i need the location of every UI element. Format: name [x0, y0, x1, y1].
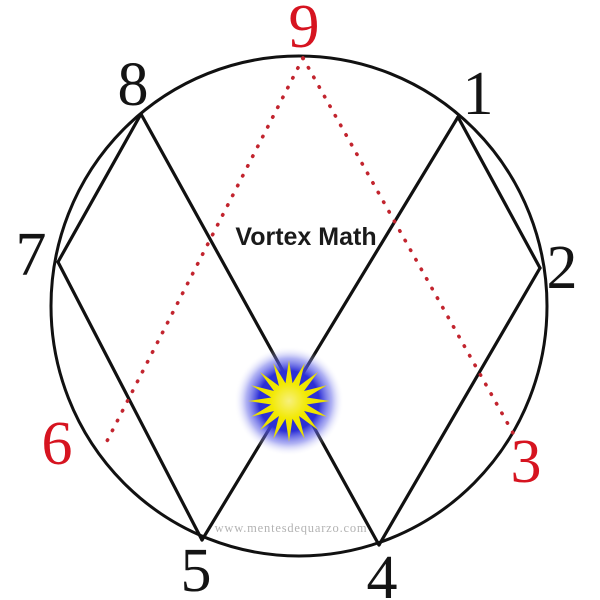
chord-7-5	[56, 260, 204, 542]
number-label-2: 2	[547, 234, 578, 302]
dotted-line-9-6	[103, 56, 305, 447]
number-label-7: 7	[16, 221, 47, 289]
diagram-title: Vortex Math	[235, 223, 376, 251]
chord-2-4	[377, 266, 542, 547]
number-label-8: 8	[118, 51, 149, 119]
number-label-9: 9	[289, 0, 320, 61]
number-labels: 1 2 3 4 5 6 7 8 9	[16, 0, 578, 600]
chord-4-8	[139, 112, 381, 547]
chord-8-7	[56, 112, 143, 264]
circle-outline	[49, 54, 549, 558]
starburst-star	[248, 360, 330, 442]
doubling-sequence-chords	[56, 112, 542, 547]
number-label-4: 4	[367, 544, 398, 600]
chord-1-2	[456, 115, 542, 270]
number-label-1: 1	[463, 60, 494, 128]
number-label-6: 6	[42, 410, 73, 478]
chord-5-1	[200, 115, 460, 542]
watermark: www.mentesdequarzo.com	[215, 521, 368, 535]
dotted-lines-group	[103, 56, 515, 447]
number-label-3: 3	[511, 428, 542, 496]
number-label-5: 5	[181, 537, 212, 600]
